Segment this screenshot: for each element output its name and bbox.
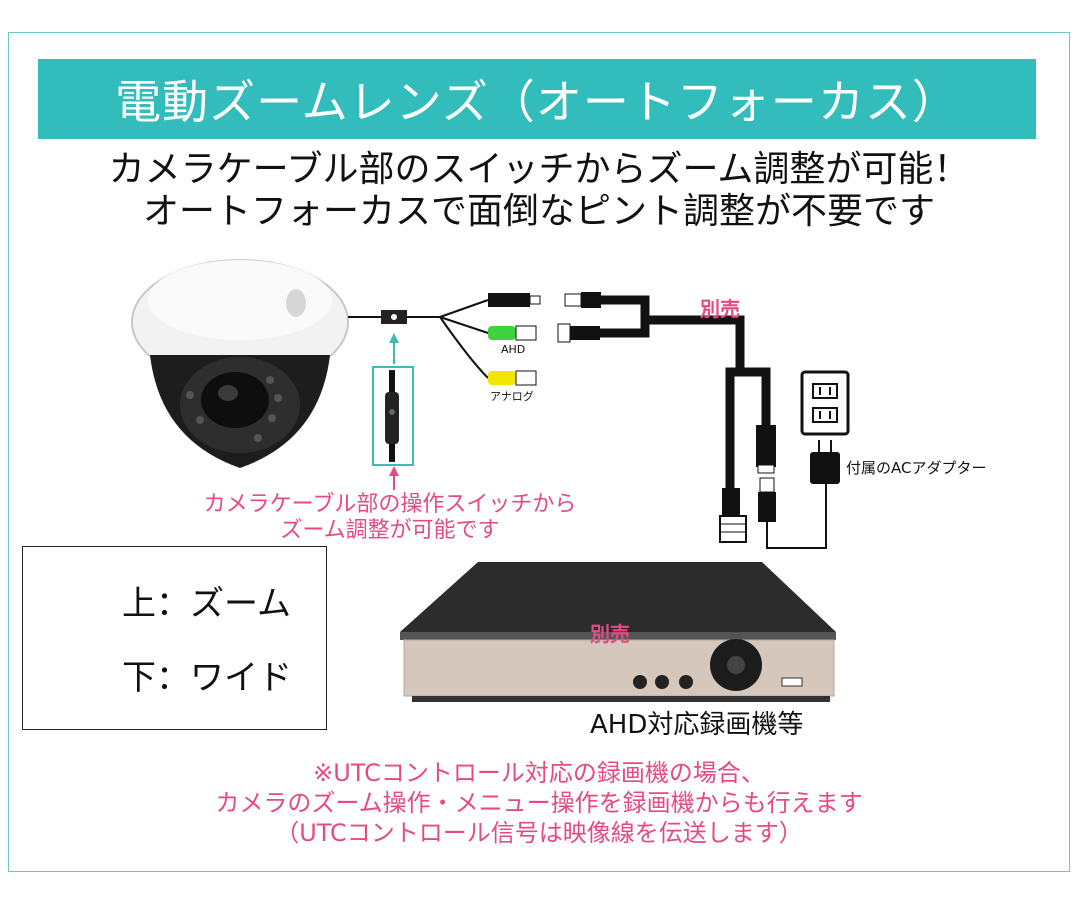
legend-up: 上：ズーム [122,584,291,624]
subtitle-line-2: オートフォーカスで面倒なピント調整が不要です [142,191,935,232]
note-line-1: ※UTCコントロール対応の録画機の場合、 [313,759,765,787]
analog-label: アナログ [490,390,534,403]
outer-frame [8,32,1070,872]
analog-connector-icon [488,370,537,386]
note-line-2: カメラのズーム操作・メニュー操作を録画機からも行えます [215,789,863,817]
switch-caption-line-2: ズーム調整が可能です [280,518,500,543]
zoom-legend [22,546,327,730]
note-line-3: （UTCコントロール信号は映像線を伝送します） [275,819,803,847]
dvr-label: AHD対応録画機等 [590,710,804,740]
bnc-connector-icon [719,488,747,543]
dome-camera-icon [131,259,349,468]
ahd-label: AHD [501,343,526,356]
power-outlet-icon [800,370,850,436]
ac-adapter-icon [810,440,840,484]
dvr-recorder-icon [400,562,836,702]
dc-plug-icon [488,292,601,308]
ahd-connector-icon [488,323,600,343]
title-banner: 電動ズームレンズ（オートフォーカス） [38,59,1036,139]
switch-caption-line-1: カメラケーブル部の操作スイッチから [203,492,577,517]
subtitle-line-1: カメラケーブル部のスイッチからズーム調整が可能！ [108,149,970,190]
sold-separately-label-1: 別売 [700,297,740,321]
legend-down: 下：ワイド [122,658,292,698]
sold-separately-label-2: 別売 [590,622,630,646]
zoom-switch-inset [372,333,414,490]
adapter-label: 付属のACアダプター [846,459,987,477]
